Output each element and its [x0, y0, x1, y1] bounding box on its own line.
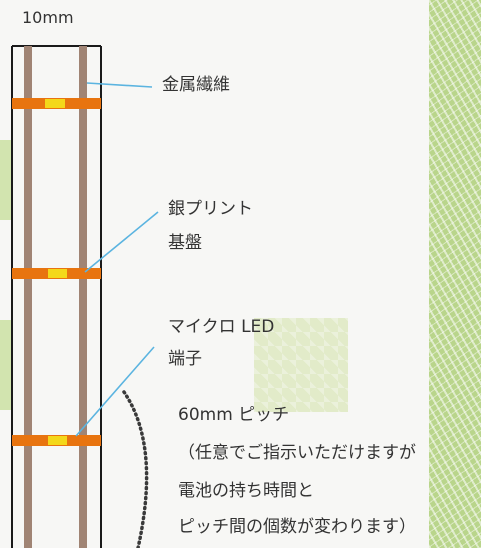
metal-fiber-rail-left	[24, 46, 32, 548]
decorative-left-patch	[0, 320, 12, 410]
leader-line-fiber	[86, 82, 153, 88]
metal-fiber-rail-right	[79, 46, 87, 548]
decorative-check-patch	[254, 318, 348, 412]
micro-led-label-line2: 端子	[168, 349, 202, 369]
pitch-label: 60mm ピッチ	[178, 405, 290, 425]
micro-led-label-line1: マイクロ LED	[168, 317, 275, 337]
leader-line-silver-print	[84, 211, 159, 273]
pitch-note-line3: ピッチ間の個数が変わります）	[178, 517, 416, 537]
micro-led-chip-3	[48, 436, 67, 445]
micro-led-chip-1	[45, 99, 65, 108]
decorative-left-patch	[0, 140, 12, 220]
micro-led-chip-2	[48, 269, 67, 278]
silver-print-band-3	[12, 435, 101, 446]
silver-print-band-2	[12, 268, 101, 279]
silver-print-band-1	[12, 98, 101, 109]
decorative-green-strip	[429, 0, 481, 548]
pitch-note-line1: （任意でご指示いただけますが	[178, 443, 416, 463]
width-dimension-label: 10mm	[22, 8, 74, 27]
pitch-dotted-arc	[122, 390, 149, 548]
leader-line-led	[75, 346, 155, 437]
silver-print-label-line2: 基盤	[168, 233, 202, 253]
silver-print-label-line1: 銀プリント	[168, 199, 253, 219]
pitch-note-line2: 電池の持ち時間と	[178, 481, 314, 501]
fiber-label: 金属繊維	[162, 75, 230, 95]
